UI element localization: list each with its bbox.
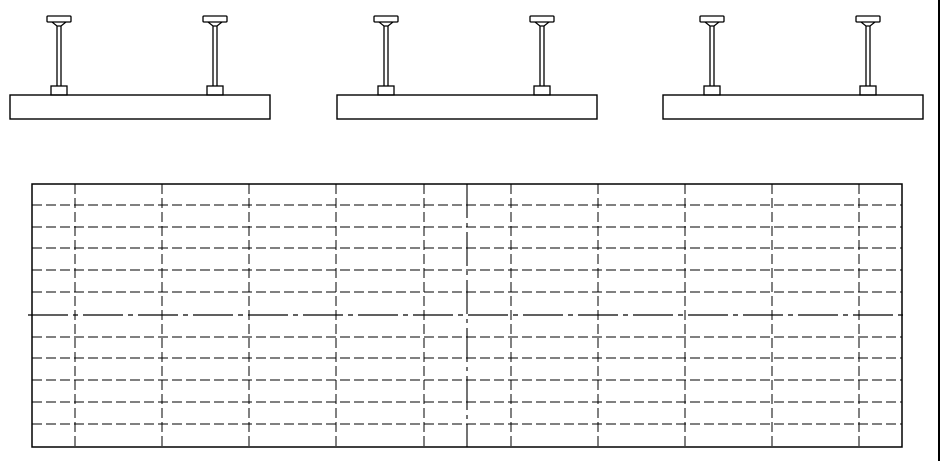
canopy-neck bbox=[704, 21, 720, 27]
ceiling-canopy bbox=[529, 15, 555, 23]
ceiling-canopy bbox=[46, 15, 72, 23]
sheet-border-right bbox=[938, 0, 940, 461]
luminaire-body bbox=[336, 94, 598, 120]
mounting-bracket bbox=[50, 85, 68, 96]
ceiling-canopy bbox=[855, 15, 881, 23]
luminaire-body bbox=[9, 94, 271, 120]
suspension-hanger bbox=[529, 15, 555, 96]
mounting-bracket bbox=[533, 85, 551, 96]
suspension-hanger bbox=[699, 15, 725, 96]
suspension-hanger bbox=[855, 15, 881, 96]
luminaire-elevation bbox=[662, 15, 924, 120]
canopy-neck bbox=[51, 21, 67, 27]
luminaire-elevation-row bbox=[9, 15, 924, 120]
luminaire-body bbox=[662, 94, 924, 120]
ceiling-canopy bbox=[699, 15, 725, 23]
mounting-bracket bbox=[206, 85, 224, 96]
suspension-hanger bbox=[202, 15, 228, 96]
mounting-bracket bbox=[859, 85, 877, 96]
ceiling-canopy bbox=[202, 15, 228, 23]
luminaire-elevation bbox=[336, 15, 598, 120]
ceiling-plan-grid bbox=[28, 183, 906, 448]
canopy-neck bbox=[378, 21, 394, 27]
canopy-neck bbox=[207, 21, 223, 27]
suspension-hanger bbox=[373, 15, 399, 96]
luminaire-elevation bbox=[9, 15, 271, 120]
canopy-neck bbox=[534, 21, 550, 27]
suspension-hanger bbox=[46, 15, 72, 96]
ceiling-canopy bbox=[373, 15, 399, 23]
canopy-neck bbox=[860, 21, 876, 27]
mounting-bracket bbox=[377, 85, 395, 96]
mounting-bracket bbox=[703, 85, 721, 96]
